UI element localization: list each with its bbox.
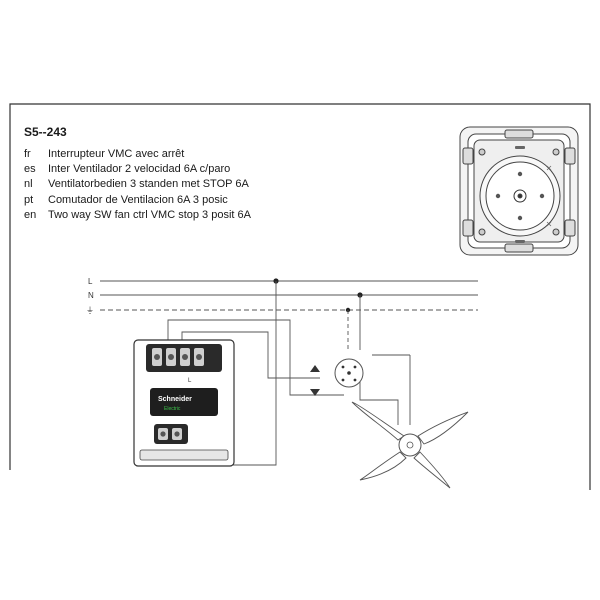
brand-sub: Electric bbox=[164, 406, 181, 412]
triangle-up-icon bbox=[310, 365, 320, 372]
language-text: Inter Ventilador 2 velocidad 6A c/paro bbox=[48, 163, 231, 176]
language-code: es bbox=[24, 163, 36, 176]
reference-code: S5--243 bbox=[24, 125, 67, 139]
language-row: pt Comutador de Ventilacion 6A 3 posic bbox=[24, 193, 251, 208]
switch-mechanism: L Schneider Electric bbox=[133, 339, 235, 467]
language-row: es Inter Ventilador 2 velocidad 6A c/par… bbox=[24, 162, 251, 177]
triangle-down-icon bbox=[310, 389, 320, 396]
language-row: en Two way SW fan ctrl VMC stop 3 posit … bbox=[24, 208, 251, 223]
line-label: L bbox=[88, 277, 93, 286]
language-code: pt bbox=[24, 193, 34, 206]
fan-icon bbox=[351, 401, 469, 489]
brand-logo: Schneider bbox=[158, 396, 192, 403]
language-list: fr Interrupteur VMC avec arrêt es Inter … bbox=[24, 147, 251, 223]
language-text: Ventilatorbedien 3 standen met STOP 6A bbox=[48, 178, 249, 191]
language-code: en bbox=[24, 208, 37, 221]
speed-selector bbox=[334, 358, 364, 388]
language-text: Comutador de Ventilacion 6A 3 posic bbox=[48, 193, 228, 206]
language-row: nl Ventilatorbedien 3 standen met STOP 6… bbox=[24, 177, 251, 192]
language-row: fr Interrupteur VMC avec arrêt bbox=[24, 147, 251, 162]
neutral-label: N bbox=[88, 291, 94, 300]
knob-fan-icon bbox=[495, 171, 545, 221]
language-text: Two way SW fan ctrl VMC stop 3 posit 6A bbox=[48, 208, 251, 221]
earth-label: ⏚ bbox=[86, 306, 94, 315]
corner-fan-icon bbox=[546, 165, 552, 227]
language-code: nl bbox=[24, 178, 33, 191]
language-code: fr bbox=[24, 148, 31, 160]
language-text: Interrupteur VMC avec arrêt bbox=[48, 148, 185, 160]
terminal-label: L bbox=[188, 378, 192, 384]
